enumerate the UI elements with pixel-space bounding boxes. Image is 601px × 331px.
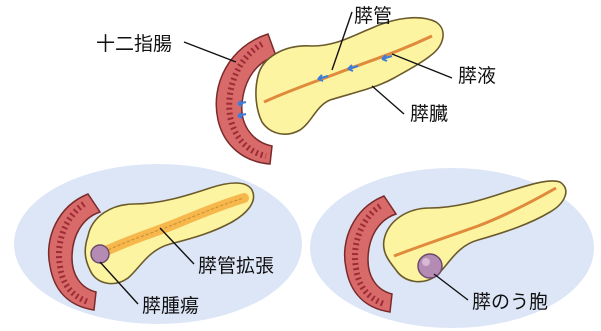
label-tumor: 膵腫瘍 xyxy=(142,295,199,317)
label-cyst: 膵のう胞 xyxy=(472,291,548,313)
label-pancreatic-juice: 膵液 xyxy=(458,65,496,87)
cyst-highlight xyxy=(422,258,430,266)
label-duodenum: 十二指腸 xyxy=(96,33,172,55)
cyst-panel: 膵のう胞 xyxy=(310,168,594,328)
cyst-icon xyxy=(418,254,442,278)
duodenum-leader xyxy=(184,42,236,62)
tumor-icon xyxy=(91,245,109,263)
tumor-panel: 膵管拡張 膵腫瘍 xyxy=(14,164,302,324)
label-pancreas: 膵臓 xyxy=(410,103,448,125)
label-pancreatic-duct: 膵管 xyxy=(354,5,392,27)
label-duct-dilation: 膵管拡張 xyxy=(198,255,274,277)
pancreas-leader xyxy=(372,86,404,114)
normal-pancreas-group: 十二指腸 膵管 膵液 膵臓 xyxy=(96,5,496,164)
